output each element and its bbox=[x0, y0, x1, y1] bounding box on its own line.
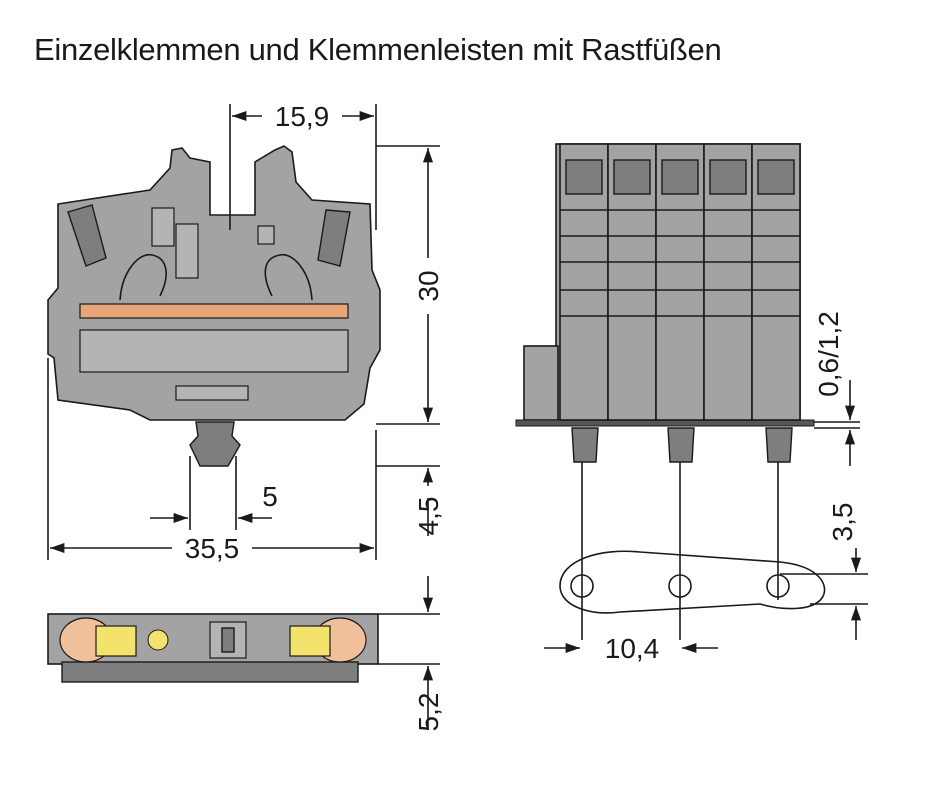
mounting-plate bbox=[559, 550, 826, 614]
dim-height: 30 bbox=[413, 270, 444, 301]
dim-hole-offset: 3,5 bbox=[827, 503, 858, 542]
dim-plate-thickness: 0,6/1,2 bbox=[813, 311, 844, 397]
foot-axis-lines bbox=[581, 462, 779, 640]
dim-width-top: 15,9 bbox=[275, 101, 330, 132]
dim-foot-height: 4,5 bbox=[413, 497, 444, 536]
figure-title: Einzelklemmen und Klemmenleisten mit Ras… bbox=[34, 32, 722, 67]
bottom-view-dimensions: 5,2 bbox=[378, 576, 444, 731]
mounting-feet bbox=[571, 427, 793, 463]
side-view-strip bbox=[515, 143, 826, 640]
dim-bottom-height: 5,2 bbox=[413, 693, 444, 732]
dim-hole-pitch: 10,4 bbox=[605, 633, 660, 664]
dim-foot-width: 5 bbox=[262, 481, 278, 512]
front-view-terminal bbox=[47, 145, 381, 467]
bottom-view-terminal bbox=[47, 613, 379, 683]
side-view-dimensions: 0,6/1,2 3,5 10,4 bbox=[544, 311, 868, 664]
front-view-dimensions: 15,9 30 4,5 5 35,5 bbox=[47, 101, 444, 564]
strip-modules bbox=[559, 143, 801, 421]
dim-overall-width: 35,5 bbox=[185, 533, 240, 564]
